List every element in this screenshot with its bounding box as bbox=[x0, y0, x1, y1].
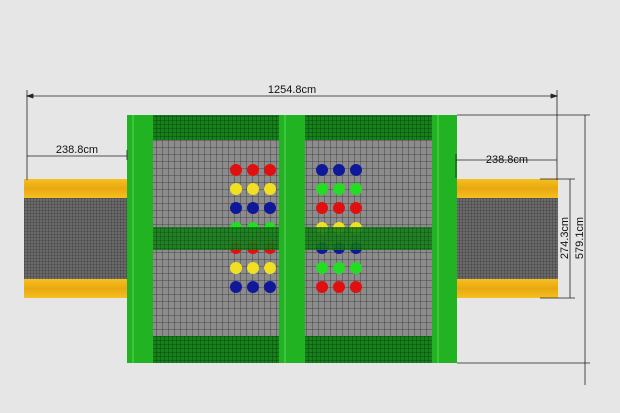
left-ramp-top-pad bbox=[24, 179, 128, 198]
left-dot-red bbox=[230, 164, 242, 176]
left-dot-yellow bbox=[230, 262, 242, 274]
left-dot-red bbox=[264, 164, 276, 176]
left-ramp-bottom-pad bbox=[24, 279, 128, 298]
right-dot-blue bbox=[333, 164, 345, 176]
right-dot-blue bbox=[350, 164, 362, 176]
right-dot-green bbox=[316, 262, 328, 274]
right-dot-green bbox=[316, 183, 328, 195]
left-dot-blue bbox=[230, 281, 242, 293]
left-ramp bbox=[24, 179, 128, 298]
left-dot-blue bbox=[230, 202, 242, 214]
right-dot-blue bbox=[316, 164, 328, 176]
left-dot-blue bbox=[247, 202, 259, 214]
center-frame-bar bbox=[279, 115, 305, 363]
right-ramp-length-label: 238.8cm bbox=[486, 154, 528, 166]
right-ramp-top-pad bbox=[456, 179, 558, 198]
main-court bbox=[127, 115, 457, 363]
right-dot-red bbox=[333, 202, 345, 214]
right-dot-red bbox=[350, 202, 362, 214]
right-dot-green bbox=[333, 262, 345, 274]
dimension-lines bbox=[25, 90, 590, 385]
right-ramp-bottom-pad bbox=[456, 279, 558, 298]
left-dot-yellow bbox=[247, 262, 259, 274]
left-dot-yellow bbox=[264, 262, 276, 274]
right-dot-green bbox=[350, 262, 362, 274]
total-depth-label: 579.1cm bbox=[574, 217, 586, 259]
right-dot-red bbox=[350, 281, 362, 293]
left-dot-yellow bbox=[264, 183, 276, 195]
right-dot-green bbox=[350, 183, 362, 195]
right-dot-green bbox=[333, 183, 345, 195]
left-dot-yellow bbox=[230, 183, 242, 195]
right-frame-bar bbox=[432, 115, 457, 363]
total-width-label: 1254.8cm bbox=[268, 84, 316, 96]
left-dot-yellow bbox=[247, 183, 259, 195]
right-dot-red bbox=[316, 202, 328, 214]
left-dot-red bbox=[247, 164, 259, 176]
left-ramp-length-label: 238.8cm bbox=[56, 144, 98, 156]
right-dot-red bbox=[333, 281, 345, 293]
left-dot-blue bbox=[264, 281, 276, 293]
right-dot-red bbox=[316, 281, 328, 293]
left-dot-blue bbox=[264, 202, 276, 214]
ramp-width-label: 274.3cm bbox=[559, 217, 571, 259]
left-frame-bar bbox=[127, 115, 153, 363]
left-dot-blue bbox=[247, 281, 259, 293]
right-ramp bbox=[456, 179, 558, 298]
